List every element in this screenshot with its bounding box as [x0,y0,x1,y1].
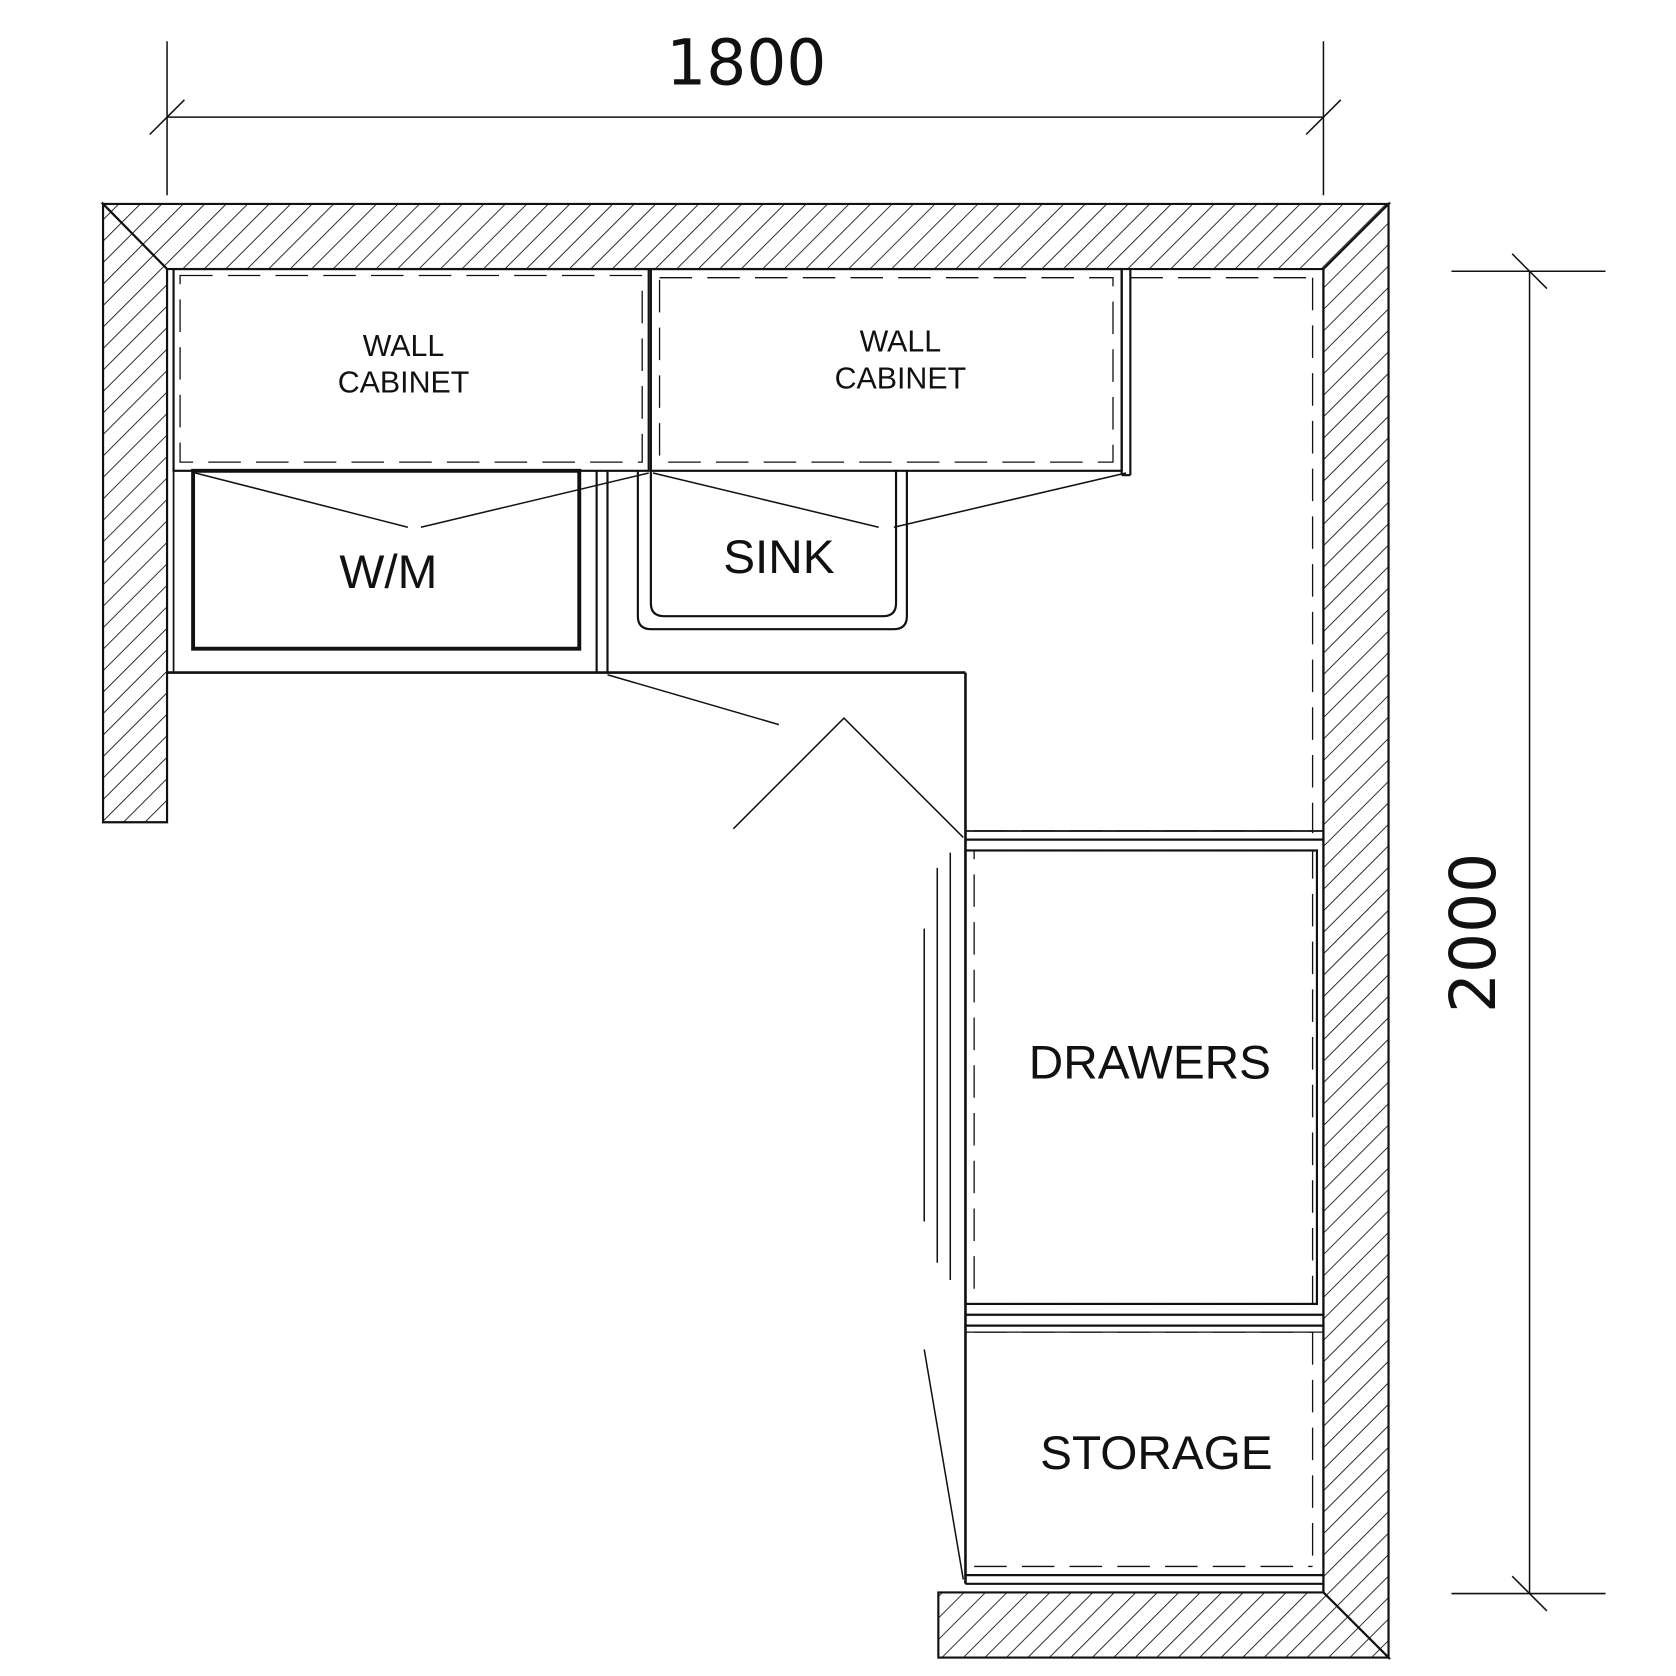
sink: SINK [636,470,1127,631]
washing-machine: W/M [191,468,649,673]
wall-cabinet-right: WALL CABINET [649,267,1132,477]
left-wall [101,201,169,824]
wall-cabinet-right-label-1: WALL [860,325,942,358]
wall-cabinet-left: WALL CABINET [172,267,650,472]
storage-label: STORAGE [1040,1427,1272,1480]
wall-cabinet-left-label-2: CABINET [338,367,470,400]
top-base-run [167,470,967,1584]
top-wall [100,202,1392,271]
door-swings [607,674,965,1580]
walls [100,201,1392,1661]
width-dimension-label: 1800 [666,27,826,100]
wall-cabinet-right-label-2: CABINET [835,362,967,395]
sink-label: SINK [723,531,835,584]
corner-unit [965,269,1325,1593]
right-wall [1322,201,1390,1661]
bottom-wall [937,1591,1392,1659]
wall-cabinet-left-label-1: WALL [363,330,445,363]
width-dimension: 1800 [149,27,1342,196]
drawers: DRAWERS [964,849,1319,1306]
drawers-label: DRAWERS [1029,1036,1271,1089]
washing-machine-label: W/M [339,546,437,599]
height-dimension: 2000 [1437,253,1606,1612]
height-dimension-label: 2000 [1437,853,1510,1013]
storage: STORAGE [965,1313,1324,1585]
